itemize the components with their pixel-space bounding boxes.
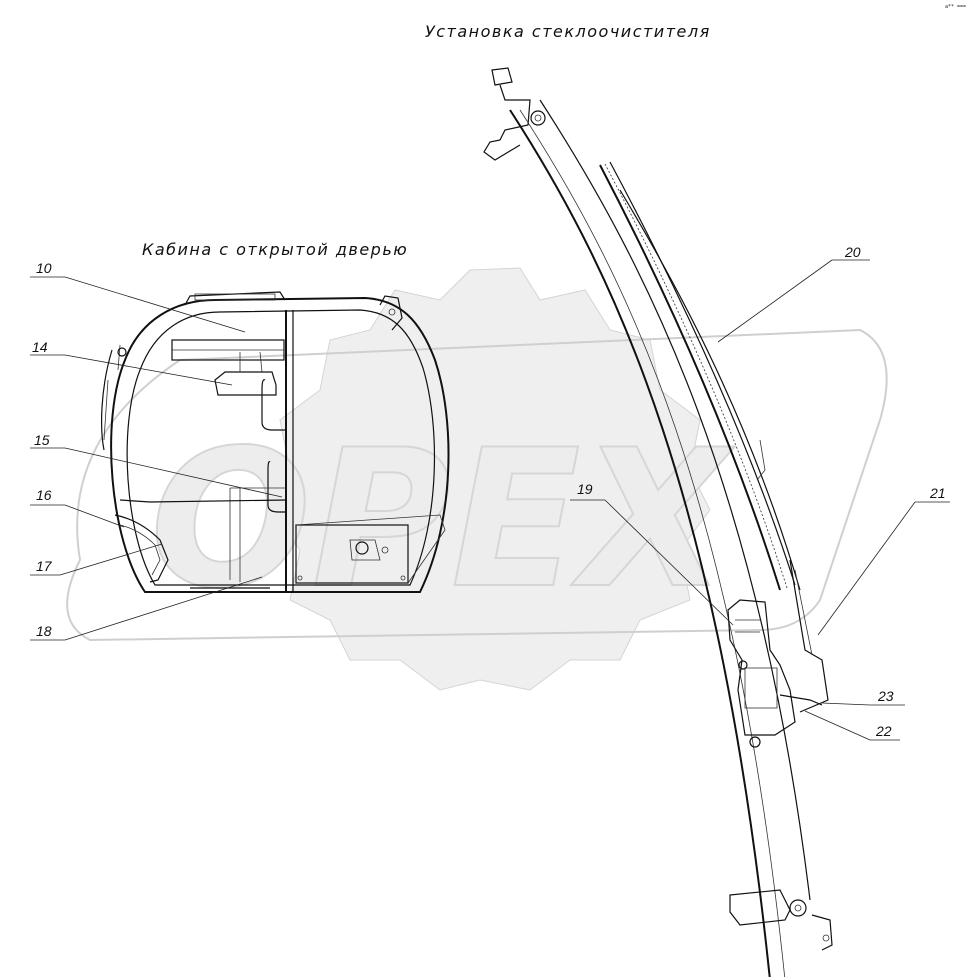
callout-18: 18 bbox=[36, 623, 52, 639]
callout-20: 20 bbox=[845, 244, 861, 260]
corner-mark: a** === bbox=[945, 4, 967, 10]
callout-14: 14 bbox=[32, 339, 48, 355]
cabin-drawing bbox=[101, 291, 450, 593]
callout-17: 17 bbox=[36, 558, 52, 574]
leader-lines bbox=[30, 259, 950, 741]
callout-21: 21 bbox=[930, 485, 946, 501]
wiper-assembly-title: Установка стеклоочистителя bbox=[425, 22, 711, 41]
cabin-title: Кабина с открытой дверью bbox=[142, 240, 409, 259]
callout-19: 19 bbox=[577, 481, 593, 497]
callout-16: 16 bbox=[36, 487, 52, 503]
callout-15: 15 bbox=[34, 432, 50, 448]
callout-23: 23 bbox=[878, 688, 894, 704]
callout-10: 10 bbox=[36, 260, 52, 276]
callout-22: 22 bbox=[876, 723, 892, 739]
wiper-drawing bbox=[483, 67, 833, 977]
